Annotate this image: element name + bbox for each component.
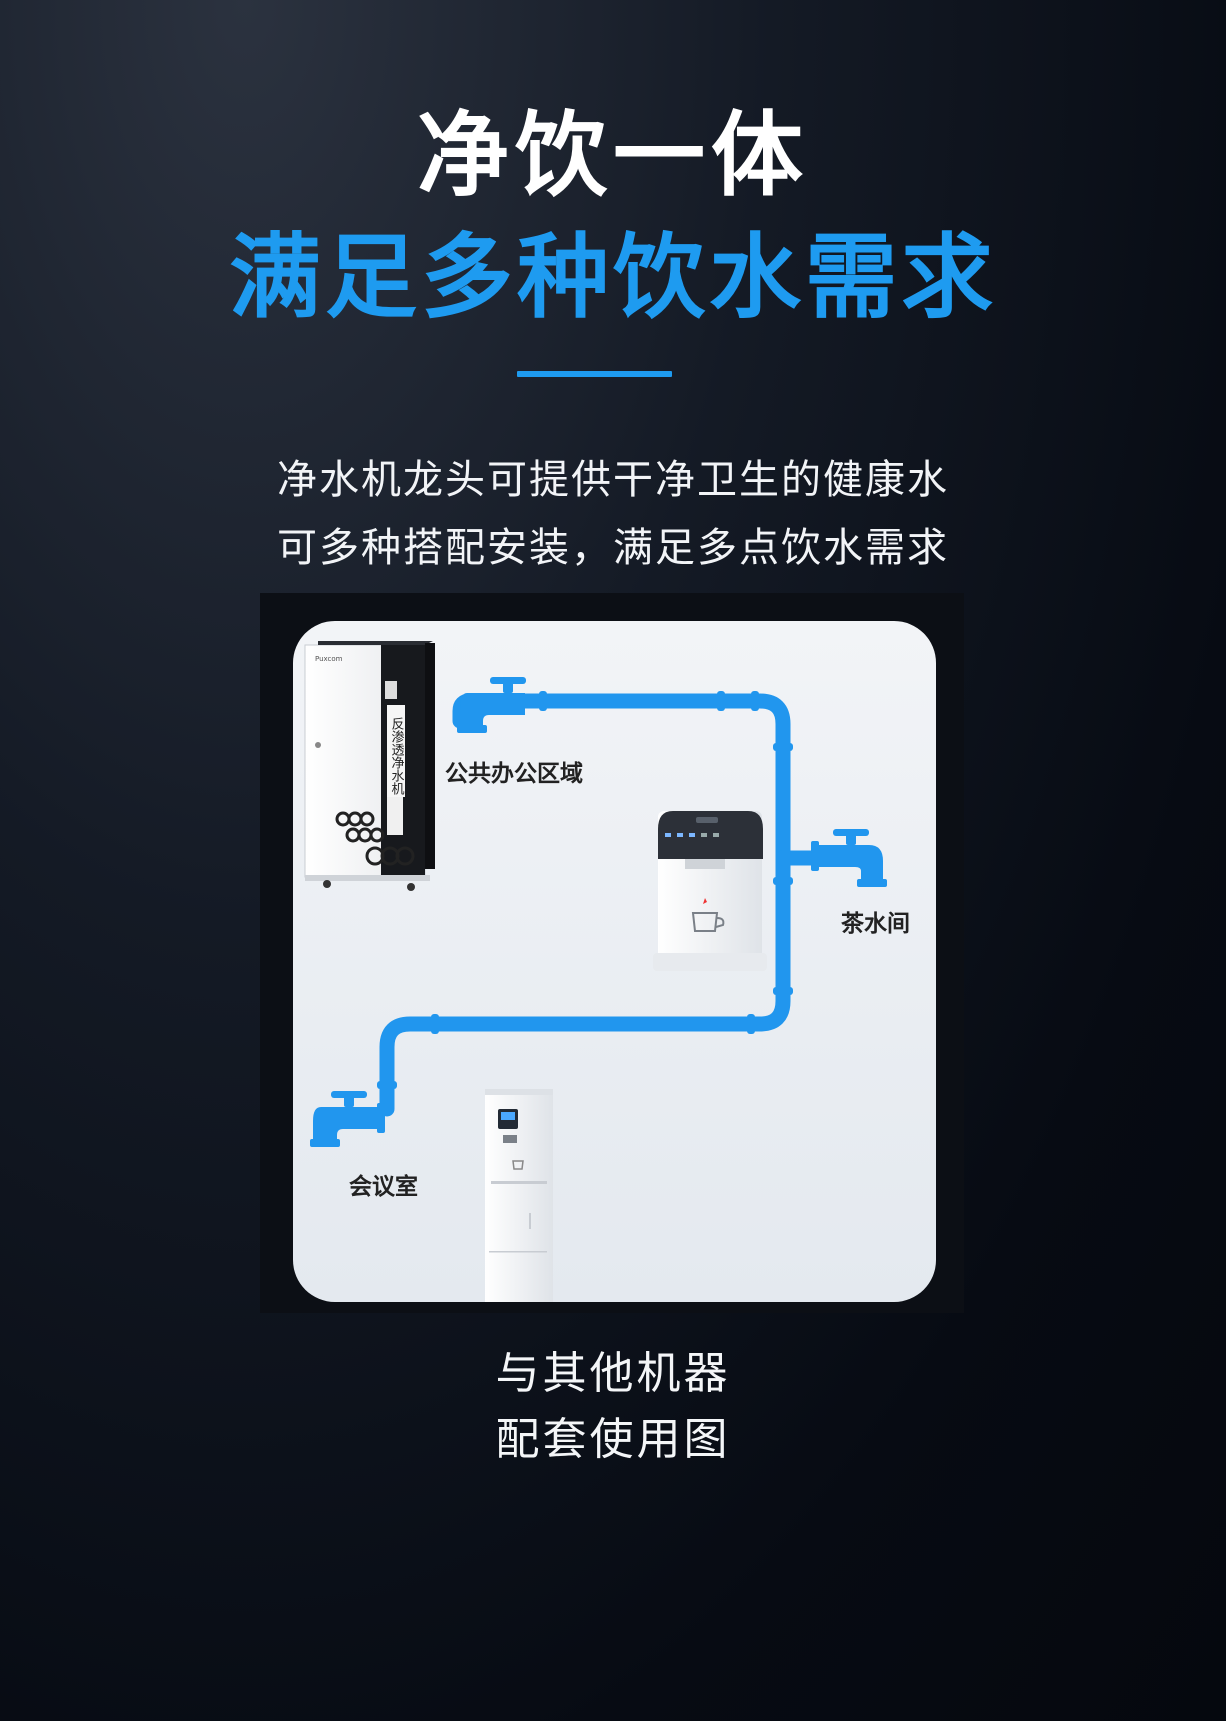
caption-line-1: 与其他机器 bbox=[495, 1348, 731, 1399]
title-divider bbox=[517, 371, 672, 377]
pipe-joints bbox=[377, 691, 793, 1089]
faucet-icon bbox=[811, 829, 887, 887]
title-line-1: 净饮一体 bbox=[416, 102, 809, 209]
faucet-icon bbox=[457, 677, 526, 733]
title-line-2: 满足多种饮水需求 bbox=[228, 224, 997, 331]
caption-line-2: 配套使用图 bbox=[495, 1414, 731, 1465]
location-label-meeting-room: 会议室 bbox=[349, 1173, 418, 1200]
purifier-label: 反渗透净水机 bbox=[389, 717, 405, 796]
floor-dispenser-illustration bbox=[485, 1089, 553, 1302]
countertop-dispenser-illustration bbox=[653, 811, 767, 971]
installation-diagram: Puxcom 反渗透净水机 bbox=[293, 621, 936, 1302]
ro-purifier-illustration: Puxcom 反渗透净水机 bbox=[304, 641, 435, 891]
description-line-1: 净水机龙头可提供干净卫生的健康水 bbox=[277, 457, 949, 503]
diagram-illustration: Puxcom 反渗透净水机 bbox=[304, 641, 910, 1302]
faucet-icon bbox=[310, 1091, 385, 1147]
location-label-office: 公共办公区域 bbox=[445, 760, 583, 787]
purifier-brand: Puxcom bbox=[315, 655, 343, 663]
location-label-tea-room: 茶水间 bbox=[841, 911, 910, 937]
description-line-2: 可多种搭配安装，满足多点饮水需求 bbox=[277, 525, 949, 571]
